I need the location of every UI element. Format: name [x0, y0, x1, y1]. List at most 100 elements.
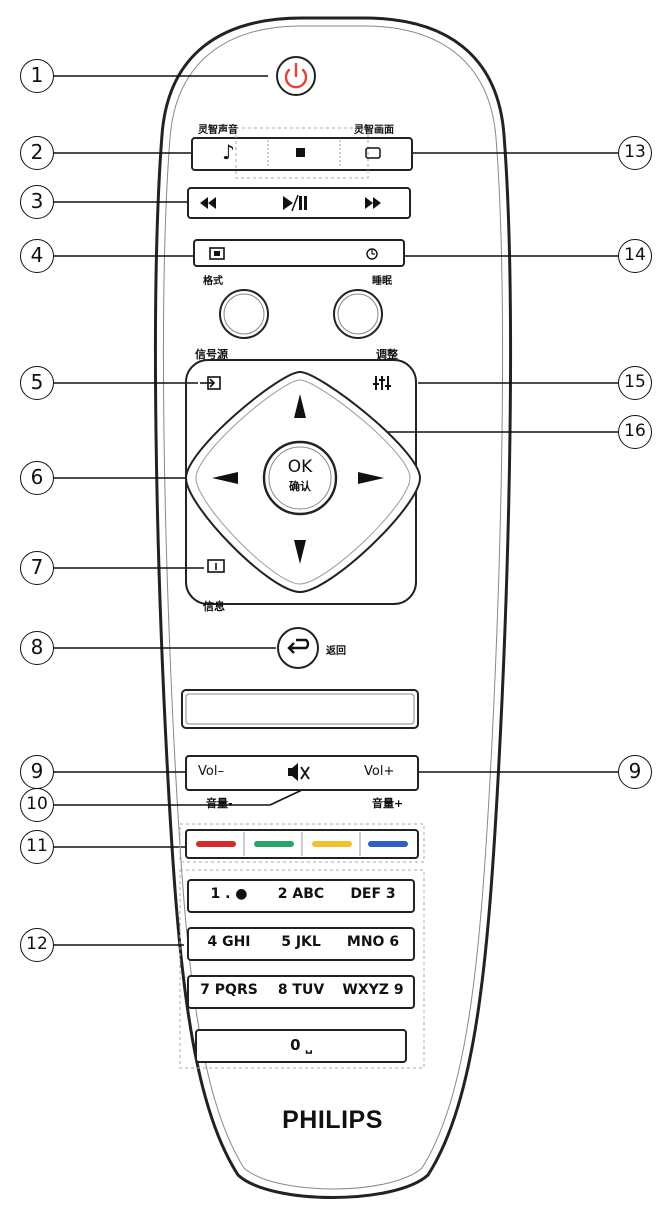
blank-long-button[interactable] — [182, 690, 418, 728]
smart-sound-button[interactable] — [192, 138, 268, 170]
back-label: 返回 — [326, 646, 346, 657]
callout-12: 12 — [20, 928, 54, 962]
callout-2: 2 — [20, 136, 54, 170]
vol-minus-button[interactable] — [186, 756, 266, 790]
callout-5: 5 — [20, 366, 54, 400]
key-0[interactable]: 0 ⎵ — [290, 1036, 312, 1054]
dpad-left-icon — [212, 472, 238, 484]
dpad-left-button[interactable] — [206, 462, 246, 494]
numpad-dashed-frame — [179, 869, 425, 1069]
adjust-button[interactable] — [366, 366, 406, 400]
callout-3: 3 — [20, 185, 54, 219]
ok-button[interactable] — [264, 442, 336, 514]
format-round-button — [219, 289, 269, 339]
sleep-button[interactable] — [299, 240, 404, 266]
dpad-up-button[interactable] — [284, 386, 316, 426]
source-icon — [200, 376, 221, 390]
callout-8: 8 — [20, 631, 54, 665]
callout-4: 4 — [20, 239, 54, 273]
vol-plus-label: Vol+ — [364, 764, 395, 779]
vol-minus-cn-label: 音量- — [206, 797, 233, 810]
back-arrow-icon — [287, 638, 310, 654]
format-button[interactable] — [194, 240, 299, 266]
key-2[interactable]: 2 ABC — [277, 886, 325, 902]
confirm-label: 确认 — [289, 480, 311, 493]
equalizer-icon — [373, 376, 391, 390]
blue-button[interactable] — [360, 830, 418, 858]
red-key — [196, 841, 236, 847]
fast-forward-icon — [365, 197, 381, 209]
fast-forward-button[interactable] — [336, 188, 410, 218]
callout-15: 15 — [618, 366, 652, 400]
source-label: 信号源 — [195, 348, 228, 361]
key-9[interactable]: WXYZ 9 — [342, 982, 404, 998]
key-5[interactable]: 5 JKL — [281, 934, 321, 950]
dpad-down-icon — [294, 540, 306, 564]
rewind-icon — [200, 197, 216, 209]
key-7[interactable]: 7 PQRS — [200, 982, 258, 998]
dpad-up-icon — [294, 394, 306, 418]
smart-picture-button[interactable] — [340, 138, 412, 170]
num-row3-frame — [187, 975, 415, 1009]
key-6[interactable]: MNO 6 — [346, 934, 400, 950]
vol-plus-cn-label: 音量+ — [372, 797, 404, 810]
info-label: 信息 — [203, 600, 225, 613]
green-button[interactable] — [244, 830, 302, 858]
callout-9-left: 9 — [20, 755, 54, 789]
callout-9-right: 9 — [618, 755, 652, 789]
dpad-down-button[interactable] — [284, 532, 316, 572]
info-icon — [207, 559, 225, 573]
format-round-button-target[interactable] — [220, 290, 268, 338]
num-row1-frame — [187, 879, 415, 913]
sleep-round-button — [333, 289, 383, 339]
mute-button[interactable] — [266, 756, 338, 790]
power-icon — [284, 62, 308, 89]
adjust-label: 调整 — [376, 348, 398, 361]
smart-sound-label: 灵智声音 — [198, 125, 238, 136]
callout-6: 6 — [20, 461, 54, 495]
vol-minus-label: Vol– — [198, 764, 224, 779]
info-button[interactable] — [196, 552, 236, 582]
row4-frame — [193, 239, 405, 267]
key-1[interactable]: 1 . ● — [210, 886, 248, 902]
brand-logo: PHILIPS — [282, 1106, 383, 1134]
ok-button-ring — [262, 440, 338, 516]
clock-icon — [366, 248, 378, 260]
blue-key — [368, 841, 408, 847]
key-3[interactable]: DEF 3 — [350, 886, 396, 902]
yellow-key — [312, 841, 352, 847]
callout-1: 1 — [20, 59, 54, 93]
callout-10: 10 — [20, 788, 54, 822]
format-icon — [209, 247, 225, 260]
power-button[interactable] — [277, 57, 315, 95]
dpad-right-icon — [358, 472, 384, 484]
vol-plus-button[interactable] — [338, 756, 418, 790]
music-note-icon: ♪ — [222, 140, 235, 164]
rewind-button[interactable] — [188, 188, 262, 218]
blank-button — [181, 689, 419, 729]
stop-button[interactable] — [268, 138, 340, 170]
green-key — [254, 841, 294, 847]
red-button[interactable] — [186, 830, 244, 858]
key-8[interactable]: 8 TUV — [277, 982, 325, 998]
source-button[interactable] — [192, 366, 232, 400]
play-pause-button[interactable] — [262, 188, 336, 218]
dpad-right-button[interactable] — [354, 462, 394, 494]
mute-icon — [288, 763, 310, 781]
format-label: 格式 — [203, 276, 223, 287]
callout-14: 14 — [618, 239, 652, 273]
callout-13: 13 — [618, 136, 652, 170]
yellow-button[interactable] — [302, 830, 360, 858]
callout-16: 16 — [618, 415, 652, 449]
back-button[interactable] — [278, 628, 318, 668]
key-4[interactable]: 4 GHI — [207, 934, 251, 950]
sleep-round-button-target[interactable] — [334, 290, 382, 338]
callout-7: 7 — [20, 551, 54, 585]
num-row2-frame — [187, 927, 415, 961]
play-pause-icon — [283, 194, 307, 212]
stop-icon — [296, 148, 305, 157]
volume-row-frame — [185, 755, 419, 791]
picture-icon — [365, 147, 381, 159]
callout-11: 11 — [20, 830, 54, 864]
